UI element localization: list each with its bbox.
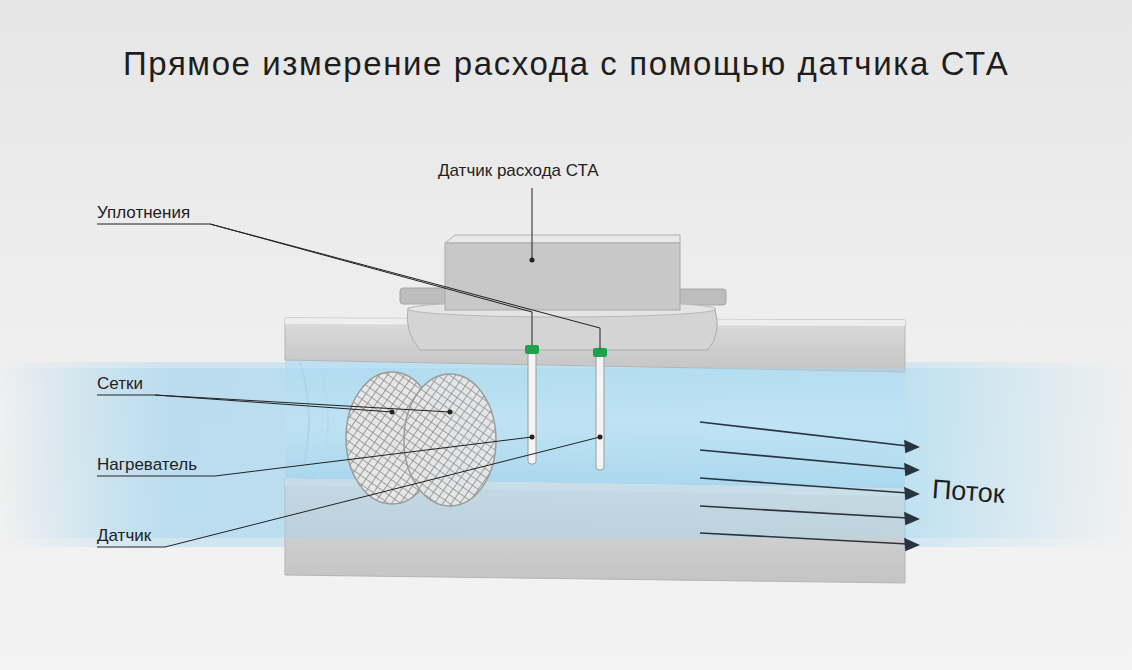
part-label: Нагреватель bbox=[97, 455, 197, 475]
leader-dots bbox=[390, 258, 603, 440]
seal bbox=[593, 348, 607, 357]
flow-label: Поток bbox=[931, 474, 1006, 510]
flow-arrows bbox=[700, 422, 918, 550]
sensor-housing bbox=[400, 235, 726, 350]
mesh-screens bbox=[346, 372, 496, 506]
leader-lines bbox=[97, 188, 600, 547]
seal bbox=[525, 345, 539, 354]
part-label: Уплотнения bbox=[97, 203, 190, 223]
diagram-title: Прямое измерение расхода с помощью датчи… bbox=[123, 45, 1009, 83]
flow-stream bbox=[0, 368, 1132, 538]
probes bbox=[525, 345, 607, 470]
part-label: Датчик bbox=[97, 526, 151, 546]
flow-glow bbox=[0, 362, 1132, 547]
part-label: Сетки bbox=[97, 374, 143, 394]
part-label: Датчик расхода СТА bbox=[438, 161, 599, 181]
